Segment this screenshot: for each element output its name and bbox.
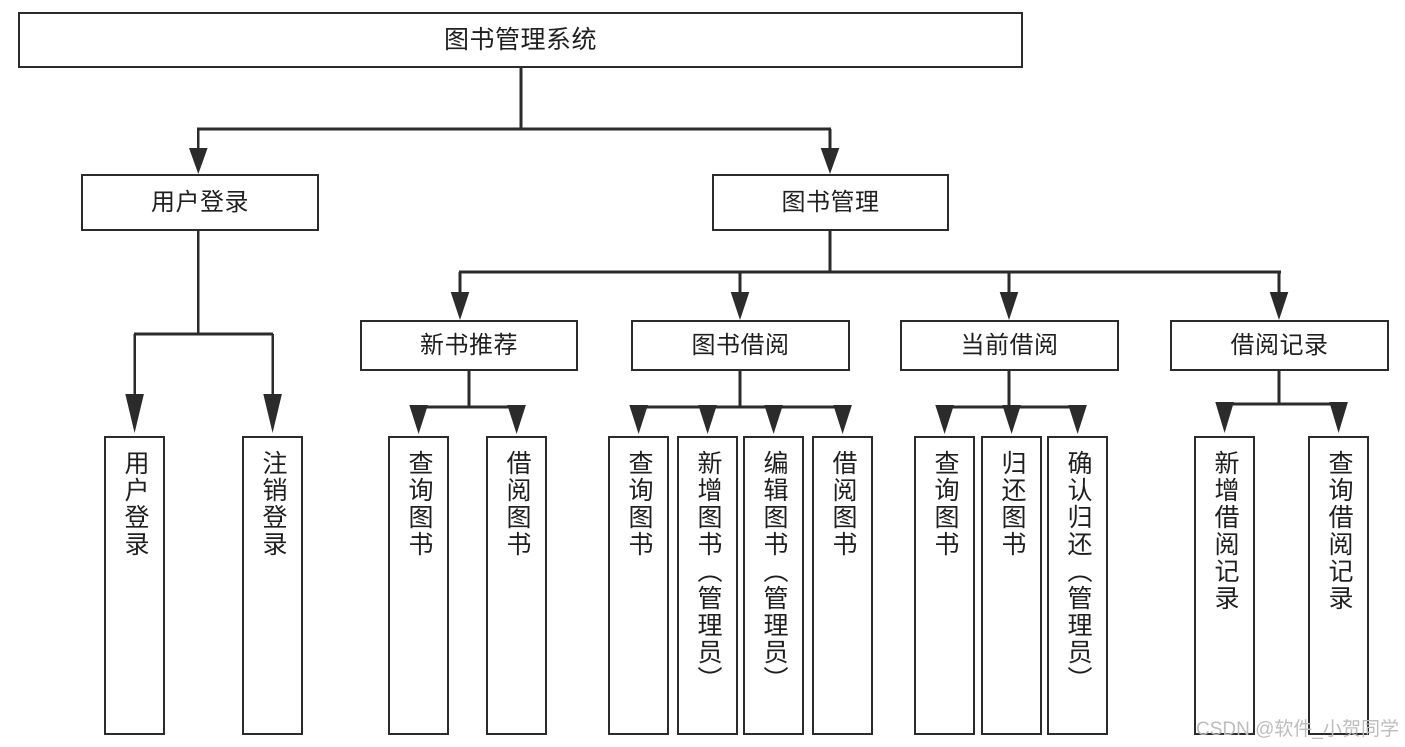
leaf-borrow-record-add[interactable]: 新增借阅记录 xyxy=(1194,436,1255,735)
arrow-to-new-book xyxy=(450,292,470,320)
leaf-user-login-logout[interactable]: 注销登录 xyxy=(242,436,303,735)
node-book-borrow[interactable]: 图书借阅 xyxy=(631,320,850,371)
arrow-to-current-borrow xyxy=(999,292,1019,320)
arrow-borrow-record-c2 xyxy=(1329,402,1348,433)
leaf-book-borrow-borrow[interactable]: 借阅图书 xyxy=(812,436,873,735)
arrow-borrow-record-c1 xyxy=(1215,402,1234,433)
node-label: 图书借阅 xyxy=(691,331,790,359)
node-label: 查询图书 xyxy=(931,450,959,558)
arrow-current-borrow-c1 xyxy=(935,405,954,434)
leaf-book-borrow-edit[interactable]: 编辑图书（管理员） xyxy=(743,436,804,735)
node-label: 图书管理 xyxy=(781,188,880,216)
arrow-current-borrow-c3 xyxy=(1068,405,1087,434)
watermark-text: CSDN @软件_小贺同学 xyxy=(1196,719,1399,740)
node-new-book-recommend[interactable]: 新书推荐 xyxy=(360,320,578,371)
leaf-current-borrow-confirm[interactable]: 确认归还（管理员） xyxy=(1047,436,1108,735)
leaf-user-login-login[interactable]: 用户登录 xyxy=(104,436,165,735)
leaf-new-book-query[interactable]: 查询图书 xyxy=(388,436,449,735)
arrow-to-book-manage xyxy=(820,148,840,174)
arrow-current-borrow-c2 xyxy=(1002,405,1021,434)
arrow-user-login-c1 xyxy=(125,394,144,433)
leaf-book-borrow-query[interactable]: 查询图书 xyxy=(608,436,669,735)
node-label: 新书推荐 xyxy=(420,331,518,359)
node-book-management[interactable]: 图书管理 xyxy=(712,174,949,231)
node-label: 编辑图书（管理员） xyxy=(760,450,788,693)
node-label: 新增图书（管理员） xyxy=(694,450,722,693)
node-label: 归还图书 xyxy=(998,450,1026,558)
node-label: 图书管理系统 xyxy=(443,25,597,54)
leaf-current-borrow-query[interactable]: 查询图书 xyxy=(914,436,975,735)
arrow-to-book-borrow xyxy=(730,292,750,320)
arrow-new-book-c2 xyxy=(507,405,526,434)
node-borrow-record[interactable]: 借阅记录 xyxy=(1170,320,1389,371)
node-label: 用户登录 xyxy=(151,188,249,216)
node-label: 注销登录 xyxy=(259,450,287,558)
arrow-book-borrow-c1 xyxy=(629,405,648,434)
node-label: 确认归还（管理员） xyxy=(1064,450,1092,693)
leaf-borrow-record-query[interactable]: 查询借阅记录 xyxy=(1308,436,1369,735)
node-label: 当前借阅 xyxy=(960,331,1059,359)
node-label: 新增借阅记录 xyxy=(1211,450,1239,612)
node-label: 借阅图书 xyxy=(503,450,531,558)
node-root-library-system[interactable]: 图书管理系统 xyxy=(18,12,1023,68)
arrow-book-borrow-c4 xyxy=(833,405,852,434)
arrow-to-borrow-record xyxy=(1269,292,1289,320)
node-label: 查询借阅记录 xyxy=(1325,450,1353,612)
node-label: 借阅记录 xyxy=(1230,331,1329,359)
node-label: 查询图书 xyxy=(625,450,653,558)
node-current-borrow[interactable]: 当前借阅 xyxy=(900,320,1119,371)
node-label: 借阅图书 xyxy=(829,450,857,558)
arrow-book-borrow-c3 xyxy=(764,405,783,434)
node-label: 查询图书 xyxy=(405,450,433,558)
arrow-new-book-c1 xyxy=(409,405,428,434)
node-user-login[interactable]: 用户登录 xyxy=(81,174,319,231)
arrow-user-login-c2 xyxy=(263,394,282,433)
leaf-new-book-borrow[interactable]: 借阅图书 xyxy=(486,436,547,735)
node-label: 用户登录 xyxy=(121,450,149,558)
leaf-book-borrow-add[interactable]: 新增图书（管理员） xyxy=(677,436,738,735)
arrow-to-user-login xyxy=(189,148,208,174)
leaf-current-borrow-return[interactable]: 归还图书 xyxy=(981,436,1042,735)
arrow-book-borrow-c2 xyxy=(698,405,717,434)
